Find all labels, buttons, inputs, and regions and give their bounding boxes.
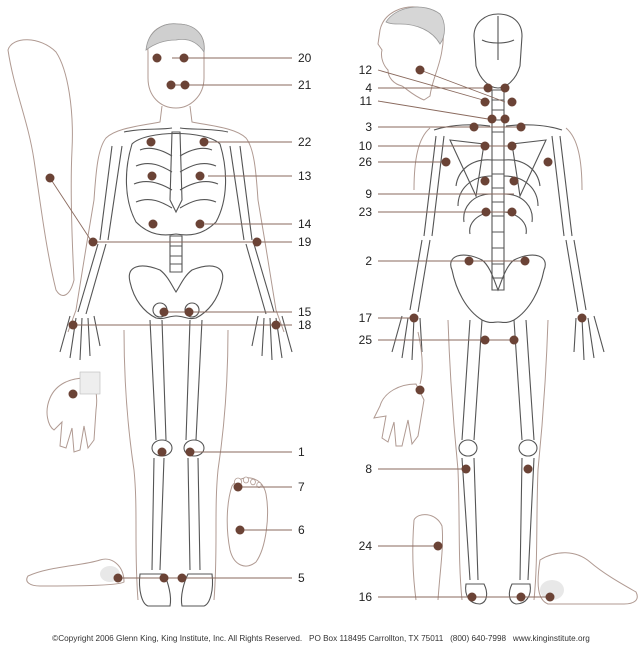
label-back-11: 8 — [365, 462, 372, 476]
label-front-11: 5 — [298, 571, 305, 585]
label-front-4: 14 — [298, 217, 312, 231]
label-back-10: 25 — [359, 333, 373, 347]
label-back-4: 10 — [359, 139, 373, 153]
side-head-illustration — [377, 6, 445, 101]
label-back-8: 2 — [365, 254, 372, 268]
label-front-2: 22 — [298, 135, 312, 149]
phone-text: (800) 640-7998 — [450, 634, 507, 643]
copyright-footer: ©Copyright 2006 Glenn King, King Institu… — [0, 634, 642, 643]
label-back-3: 3 — [365, 120, 372, 134]
label-back-7: 23 — [359, 205, 373, 219]
copyright-text: ©Copyright 2006 Glenn King, King Institu… — [52, 634, 303, 643]
label-front-10: 6 — [298, 523, 305, 537]
front-markers — [45, 53, 292, 583]
front-skeleton-figure — [59, 23, 293, 607]
label-front-3: 13 — [298, 169, 312, 183]
label-back-6: 9 — [365, 187, 372, 201]
back-number-labels: 12 4 11 3 10 26 9 23 2 17 25 8 24 16 — [359, 63, 373, 604]
label-front-8: 1 — [298, 445, 305, 459]
label-back-12: 24 — [359, 539, 373, 553]
side-arm-illustration — [7, 39, 75, 296]
label-back-0: 12 — [359, 63, 373, 77]
label-front-6: 15 — [298, 305, 312, 319]
label-back-1: 4 — [365, 81, 372, 95]
foot-sole-illustration — [226, 476, 269, 567]
label-back-9: 17 — [359, 311, 373, 325]
back-skeleton-figure — [391, 13, 605, 605]
palm-illustration — [46, 371, 101, 453]
label-front-9: 7 — [298, 480, 305, 494]
front-number-labels: 20 21 22 13 14 19 15 18 1 7 6 5 — [298, 51, 312, 585]
foot-top-illustration — [412, 514, 444, 601]
label-back-2: 11 — [360, 94, 373, 108]
website-link[interactable]: www.kinginstitute.org — [512, 634, 590, 643]
label-back-13: 16 — [359, 590, 373, 604]
side-foot-illustration — [26, 558, 125, 587]
trigger-point-dot — [45, 53, 281, 583]
label-front-7: 18 — [298, 318, 312, 332]
address-text: PO Box 118495 Carrollton, TX 75011 — [308, 634, 444, 643]
back-markers — [377, 65, 587, 602]
back-hand-illustration — [373, 331, 425, 447]
label-front-1: 21 — [298, 78, 312, 92]
label-back-5: 26 — [359, 155, 373, 169]
label-front-5: 19 — [298, 235, 312, 249]
trigger-point-dot — [409, 65, 587, 602]
label-front-0: 20 — [298, 51, 312, 65]
